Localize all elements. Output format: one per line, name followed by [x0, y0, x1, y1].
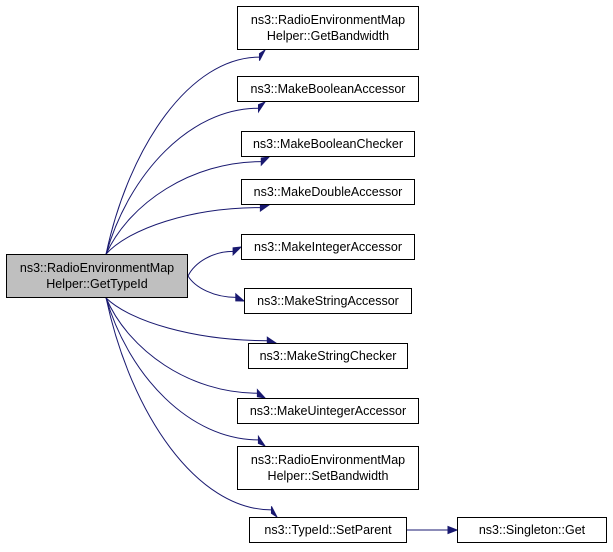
edge-root-to-make_string_accessor	[187, 275, 236, 298]
node-root-get-typeid: ns3::RadioEnvironmentMap Helper::GetType…	[6, 254, 188, 298]
node-typeid-set-parent[interactable]: ns3::TypeId::SetParent	[249, 517, 407, 543]
arrowhead-set_bandwidth	[257, 434, 267, 448]
arrowhead-make_uinteger_accessor	[256, 388, 267, 399]
node-line: ns3::TypeId::SetParent	[264, 523, 392, 537]
arrowhead-make_string_accessor	[235, 292, 246, 302]
node-line: ns3::MakeIntegerAccessor	[254, 240, 402, 254]
arrowhead-make_double_accessor	[259, 203, 271, 213]
edge-root-to-make_boolean_checker	[105, 161, 262, 255]
node-get-bandwidth[interactable]: ns3::RadioEnvironmentMap Helper::GetBand…	[237, 6, 419, 50]
edge-root-to-set_bandwidth	[105, 297, 259, 441]
edge-root-to-make_integer_accessor	[187, 250, 234, 277]
node-make-string-accessor[interactable]: ns3::MakeStringAccessor	[244, 288, 412, 314]
node-make-double-accessor[interactable]: ns3::MakeDoubleAccessor	[241, 179, 415, 205]
edge-root-to-make_uinteger_accessor	[105, 297, 258, 394]
arrowhead-make_integer_accessor	[232, 246, 243, 257]
node-line: Helper::GetBandwidth	[266, 29, 390, 43]
edge-root-to-make_double_accessor	[105, 207, 261, 255]
node-make-string-checker[interactable]: ns3::MakeStringChecker	[248, 343, 408, 369]
node-line: Helper::GetTypeId	[46, 277, 148, 291]
edge-root-to-get_bandwidth	[105, 56, 260, 255]
node-set-bandwidth[interactable]: ns3::RadioEnvironmentMap Helper::SetBand…	[237, 446, 419, 490]
edge-root-to-typeid_set_parent	[105, 297, 272, 511]
arrowhead-make_boolean_checker	[260, 156, 271, 167]
node-line: ns3::MakeStringChecker	[259, 349, 397, 363]
node-line: ns3::MakeBooleanChecker	[252, 137, 404, 151]
node-line: ns3::MakeBooleanAccessor	[250, 82, 406, 96]
node-make-boolean-checker[interactable]: ns3::MakeBooleanChecker	[241, 131, 415, 157]
node-line: ns3::MakeDoubleAccessor	[253, 185, 403, 199]
node-make-integer-accessor[interactable]: ns3::MakeIntegerAccessor	[241, 234, 415, 260]
node-line: ns3::MakeUintegerAccessor	[249, 404, 407, 418]
node-make-boolean-accessor[interactable]: ns3::MakeBooleanAccessor	[237, 76, 419, 102]
node-line: ns3::RadioEnvironmentMap	[19, 261, 175, 275]
node-line: ns3::Singleton::Get	[478, 523, 586, 537]
arrowhead-typeid_set_parent	[270, 506, 279, 519]
arrowhead-make_boolean_accessor	[257, 100, 267, 114]
node-line: ns3::MakeStringAccessor	[257, 294, 399, 308]
node-line: ns3::RadioEnvironmentMap	[250, 453, 406, 467]
node-make-uinteger-accessor[interactable]: ns3::MakeUintegerAccessor	[237, 398, 419, 424]
arrowhead-singleton_get	[447, 525, 459, 535]
node-singleton-get[interactable]: ns3::Singleton::Get	[457, 517, 607, 543]
arrowhead-get_bandwidth	[258, 48, 267, 61]
node-line: Helper::SetBandwidth	[267, 469, 389, 483]
edge-root-to-make_string_checker	[105, 297, 268, 342]
node-line: ns3::RadioEnvironmentMap	[250, 13, 406, 27]
edge-root-to-make_boolean_accessor	[105, 107, 259, 255]
